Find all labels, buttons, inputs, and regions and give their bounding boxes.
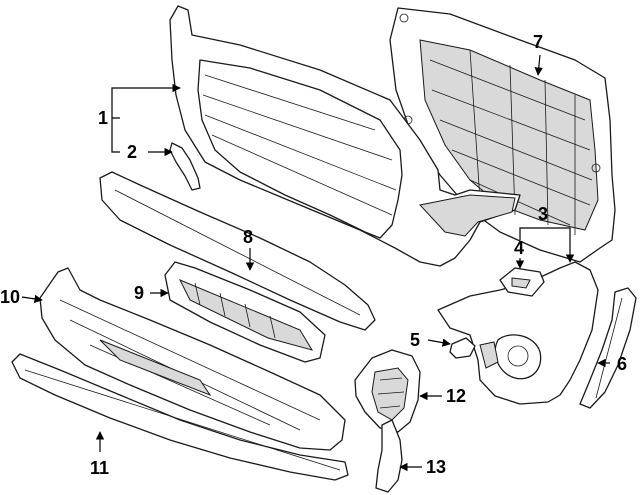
part-5-cap: [449, 337, 476, 359]
callout-4: 4: [514, 238, 524, 258]
callout-7: 7: [533, 32, 543, 52]
callout-3: 3: [538, 204, 548, 224]
callout-8: 8: [243, 227, 253, 247]
part-6-side-trim: [579, 287, 637, 409]
callout-2: 2: [127, 142, 137, 162]
callout-labels: 1 2 3 4 5 6 7 8 9 10 11 12 13: [0, 32, 627, 478]
part-13-corner-piece: [375, 419, 403, 493]
part-9-lower-grille: [164, 261, 326, 363]
callout-6: 6: [617, 354, 627, 374]
part-10-lower-bumper: [39, 267, 346, 451]
part-7-radiator-support: [389, 7, 616, 263]
callout-11: 11: [90, 458, 109, 478]
callout-13: 13: [426, 457, 446, 477]
callout-12: 12: [446, 386, 466, 406]
part-8-lower-strip: [99, 171, 376, 331]
callout-1: 1: [98, 108, 108, 128]
part-12-fog-bezel: [354, 349, 421, 433]
callout-10: 10: [0, 287, 20, 307]
part-11-lower-valance: [11, 353, 349, 481]
part-1-grille-frame: [169, 5, 521, 267]
leader-lines: [21, 54, 610, 472]
callout-9: 9: [134, 283, 144, 303]
part-4-clip: [499, 267, 545, 297]
part-2-bracket: [169, 142, 201, 191]
callout-5: 5: [410, 330, 420, 350]
